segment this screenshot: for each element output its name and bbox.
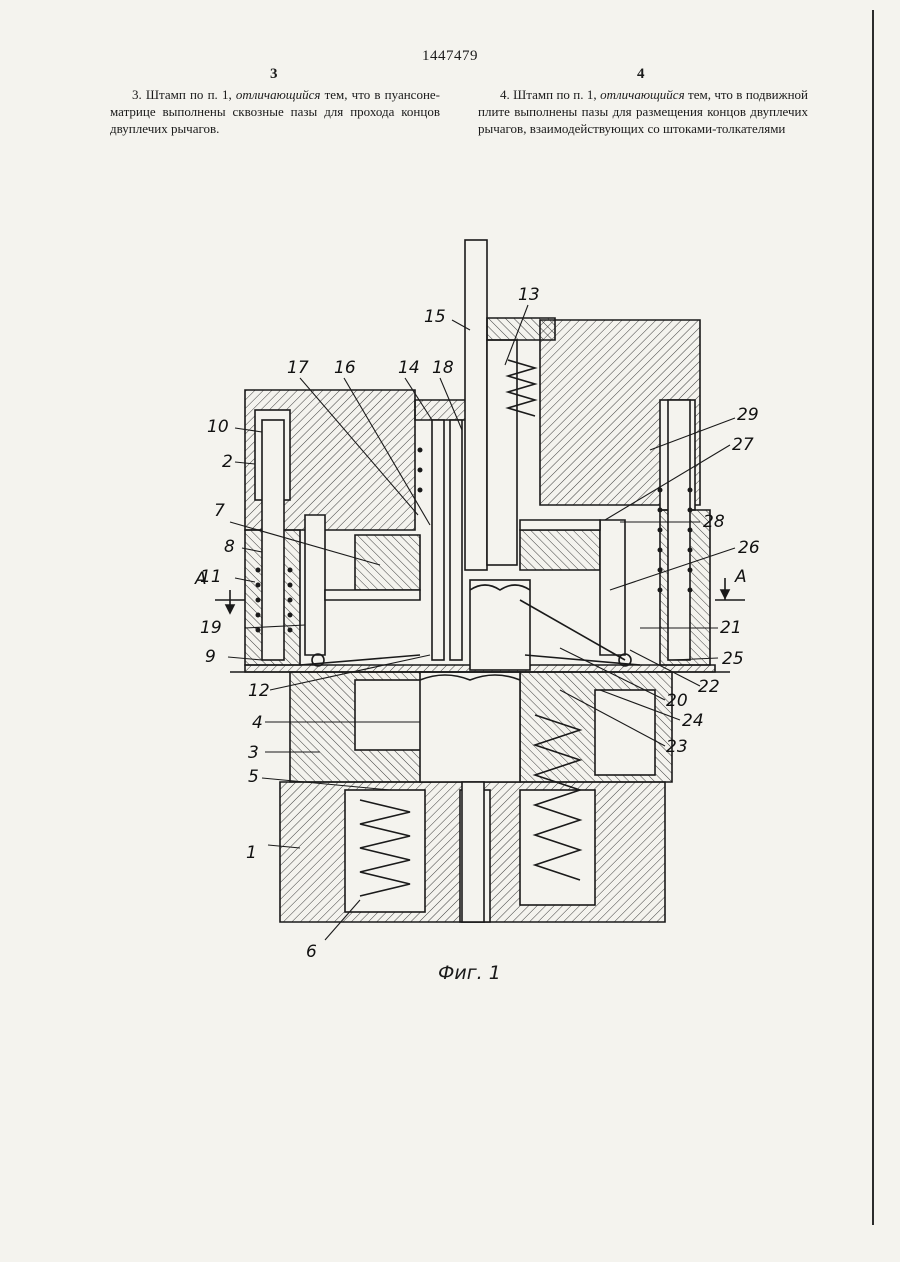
section-mark-left: А <box>194 569 207 589</box>
label-4: 4 <box>252 713 263 733</box>
label-21: 21 <box>720 618 742 638</box>
label-20: 20 <box>666 691 688 711</box>
label-6: 6 <box>306 942 317 962</box>
label-28: 28 <box>703 512 725 532</box>
label-15: 15 <box>424 307 446 327</box>
label-22: 22 <box>698 677 720 697</box>
label-29: 29 <box>737 405 759 425</box>
label-10: 10 <box>207 417 229 437</box>
label-5: 5 <box>248 767 259 787</box>
label-24: 24 <box>682 711 704 731</box>
label-7: 7 <box>214 501 225 521</box>
label-9: 9 <box>205 647 216 667</box>
figure-caption: Фиг. 1 <box>438 962 501 984</box>
label-27: 27 <box>732 435 754 455</box>
label-8: 8 <box>224 537 235 557</box>
section-mark-right: А <box>734 567 747 587</box>
label-25: 25 <box>722 649 744 669</box>
label-14: 14 <box>398 358 420 378</box>
label-3: 3 <box>248 743 259 763</box>
label-1: 1 <box>246 843 257 863</box>
label-16: 16 <box>334 358 356 378</box>
label-17: 17 <box>287 358 309 378</box>
label-13: 13 <box>518 285 540 305</box>
label-18: 18 <box>432 358 454 378</box>
label-26: 26 <box>738 538 760 558</box>
label-23: 23 <box>666 737 688 757</box>
label-2: 2 <box>222 452 233 472</box>
label-12: 12 <box>248 681 270 701</box>
label-19: 19 <box>200 618 222 638</box>
